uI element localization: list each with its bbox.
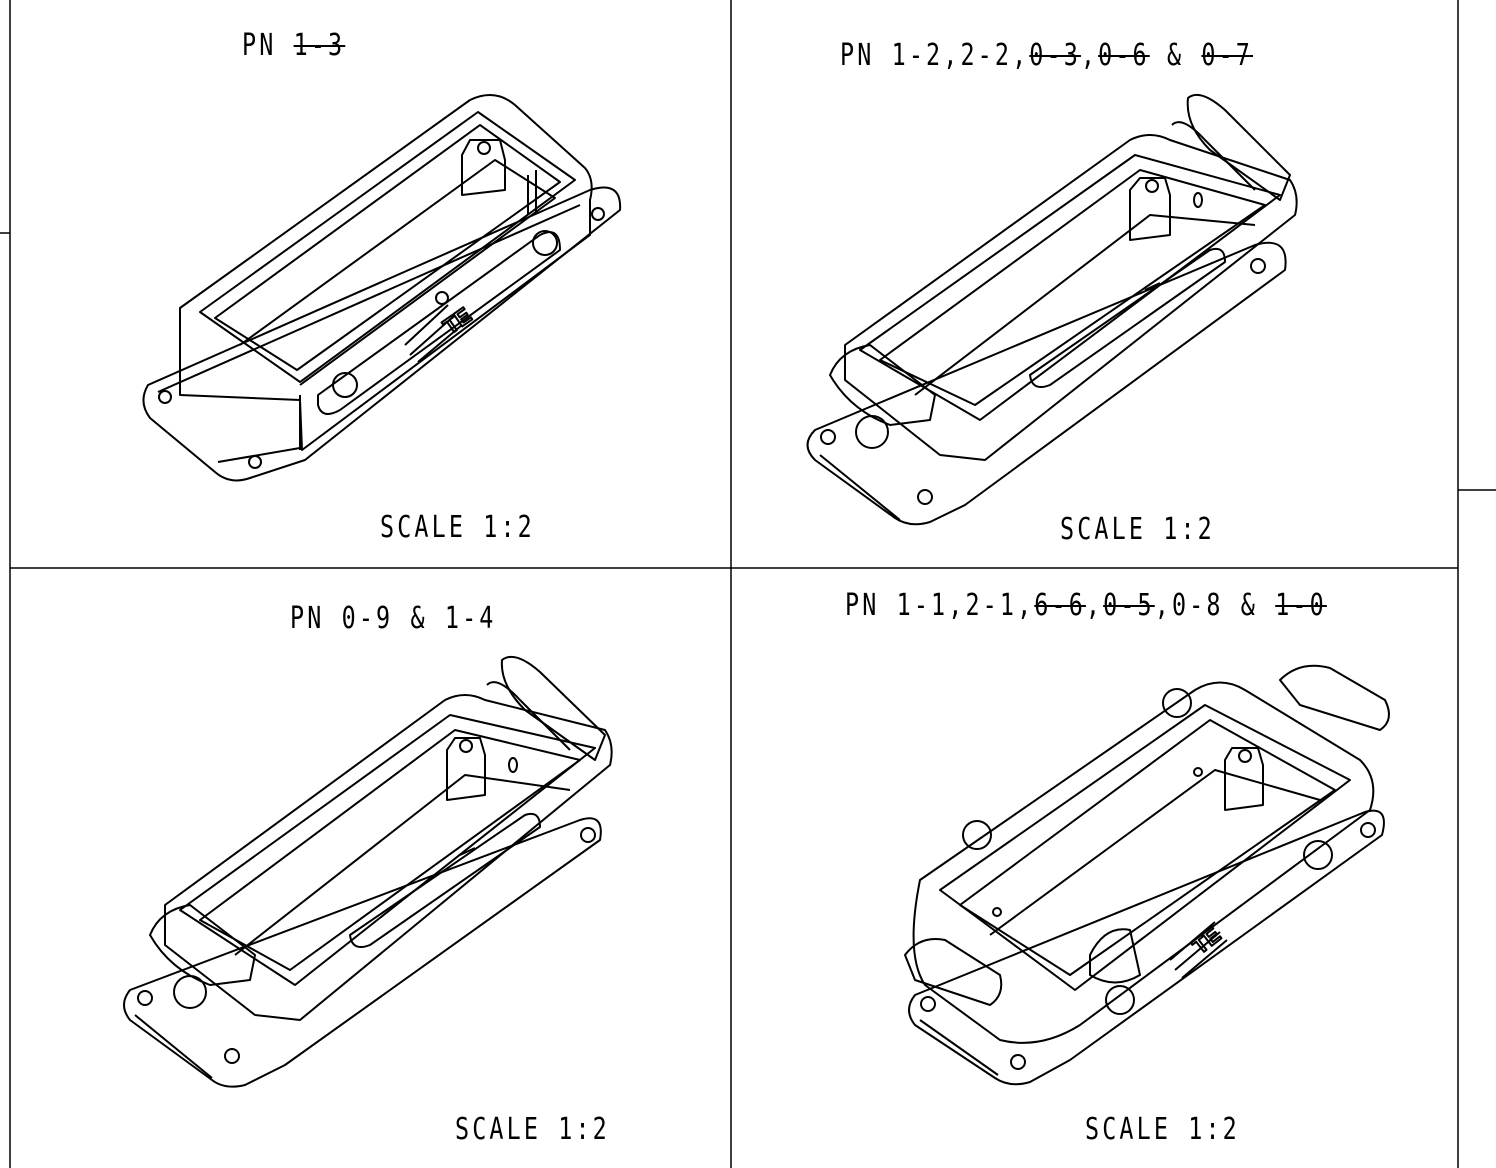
part-number: , [1017, 588, 1035, 623]
part-number: & [1149, 38, 1202, 73]
housing-drawing-4: TE [904, 664, 1390, 1086]
panel-2-pn-caption: PN 1-2,2-2,0-3,0-6 & 0-7 [840, 40, 1253, 72]
part-number-struck: 6-6 [1034, 588, 1086, 623]
part-number: , [1012, 38, 1030, 73]
part-number: , [948, 588, 966, 623]
panel-3-scale-label: SCALE 1:2 [455, 1112, 610, 1147]
part-number: & [393, 601, 445, 636]
part-number: , [1080, 38, 1099, 73]
panel-3-pn-caption: PN 0-9 & 1-4 [290, 603, 497, 635]
part-number: , [1085, 588, 1104, 623]
panel-1-pn-caption: PN 1-3 [242, 30, 345, 62]
part-number: 1-1 [896, 588, 949, 623]
part-number: 1-2 [891, 38, 944, 73]
part-number-struck: 0-5 [1103, 588, 1155, 623]
part-number: 0-9 [341, 601, 394, 636]
housing-drawing-1: TE [142, 94, 622, 482]
panel-4-pn-caption: PN 1-1,2-1,6-6,0-5,0-8 & 1-0 [845, 590, 1327, 622]
housing-drawing-3 [123, 656, 613, 1088]
part-number: 2-2 [960, 38, 1013, 73]
part-number-struck: 0-3 [1029, 38, 1081, 73]
part-number: 0-8 [1171, 588, 1224, 623]
pn-label: PN [242, 28, 294, 63]
part-number: & [1223, 588, 1276, 623]
pn-label: PN [290, 601, 342, 636]
pn-label: PN [840, 38, 892, 73]
pn-label: PN [845, 588, 897, 623]
housing-drawing-2 [806, 94, 1298, 526]
part-number-struck: 0-6 [1098, 38, 1150, 73]
part-number: 1-4 [444, 601, 497, 636]
panel-4-scale-label: SCALE 1:2 [1085, 1112, 1240, 1147]
part-number: , [1154, 588, 1172, 623]
panel-1-scale-label: SCALE 1:2 [380, 510, 535, 545]
panel-2-scale-label: SCALE 1:2 [1060, 512, 1215, 547]
part-number-struck: 1-3 [293, 28, 346, 63]
part-number: 2-1 [965, 588, 1018, 623]
part-number: , [943, 38, 961, 73]
part-number-struck: 0-7 [1201, 38, 1254, 73]
part-number-struck: 1-0 [1275, 588, 1327, 623]
